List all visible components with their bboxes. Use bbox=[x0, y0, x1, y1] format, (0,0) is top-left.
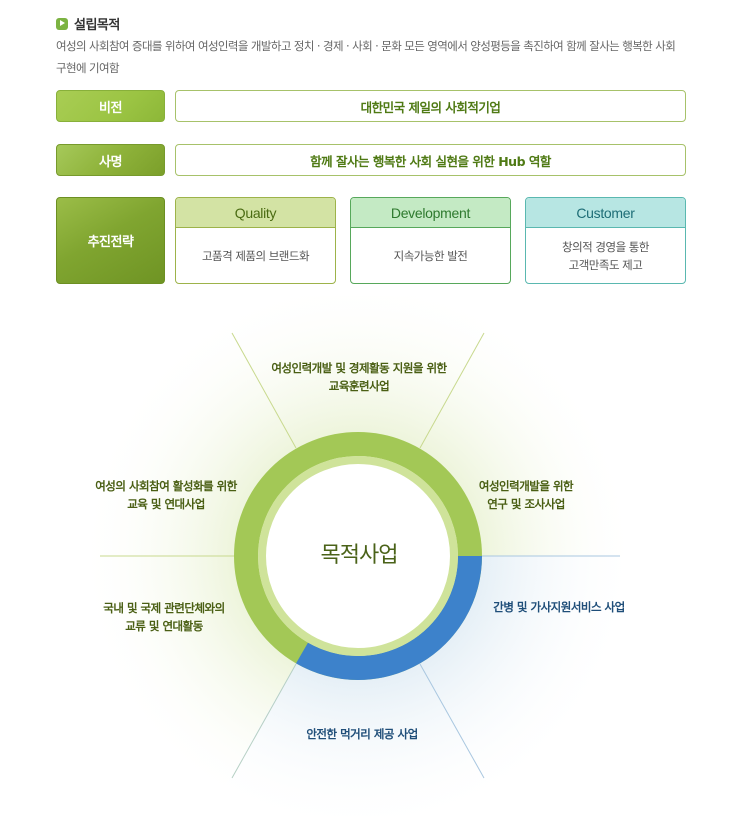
business-item-research: 여성인력개발을 위한 연구 및 조사사업 bbox=[478, 479, 574, 511]
strategy-card-text: 고품격 제품의 브랜드화 bbox=[201, 249, 310, 263]
strategy-card-quality: Quality 고품격 제품의 브랜드화 bbox=[175, 197, 336, 284]
strategy-card-title: Quality bbox=[176, 198, 335, 228]
mission-label: 사명 bbox=[56, 144, 165, 176]
strategy-card-title: Customer bbox=[526, 198, 685, 228]
divider-lines bbox=[100, 332, 620, 779]
vision-label: 비전 bbox=[56, 90, 165, 122]
mission-text: 함께 잘사는 행복한 사회 실현을 위한 Hub 역할 bbox=[175, 144, 686, 176]
vision-text: 대한민국 제일의 사회적기업 bbox=[175, 90, 686, 122]
strategy-card-text: 지속가능한 발전 bbox=[393, 249, 468, 263]
strategy-label: 추진전략 bbox=[56, 197, 165, 284]
business-item-education-training: 여성인력개발 및 경제활동 지원을 위한 교육훈련사업 bbox=[271, 361, 447, 393]
business-item-exchange: 국내 및 국제 관련단체와의 교류 및 연대활동 bbox=[103, 601, 225, 633]
strategy-card-text: 창의적 경영을 통한 고객만족도 제고 bbox=[562, 240, 649, 272]
business-diagram bbox=[78, 296, 638, 816]
business-item-care-service: 간병 및 가사지원서비스 사업 bbox=[493, 600, 625, 614]
section-title: 설립목적 bbox=[74, 18, 120, 33]
outer-ring-blue-segment bbox=[296, 556, 483, 681]
business-item-social-participation: 여성의 사회참여 활성화를 위한 교육 및 연대사업 bbox=[95, 479, 237, 511]
inner-ring bbox=[258, 456, 458, 656]
business-item-food: 안전한 먹거리 제공 사업 bbox=[306, 727, 418, 741]
center-title: 목적사업 bbox=[320, 543, 399, 568]
section-header: 설립목적 bbox=[56, 14, 120, 33]
glow-background bbox=[78, 296, 638, 816]
strategy-card-customer: Customer 창의적 경영을 통한 고객만족도 제고 bbox=[525, 197, 686, 284]
center-circle bbox=[268, 466, 448, 646]
strategy-card-title: Development bbox=[351, 198, 510, 228]
strategy-card-development: Development 지속가능한 발전 bbox=[350, 197, 511, 284]
play-bullet-icon bbox=[56, 17, 68, 30]
purpose-description: 여성의 사회참여 증대를 위하여 여성인력을 개발하고 정치 · 경제 · 사회… bbox=[56, 39, 676, 75]
